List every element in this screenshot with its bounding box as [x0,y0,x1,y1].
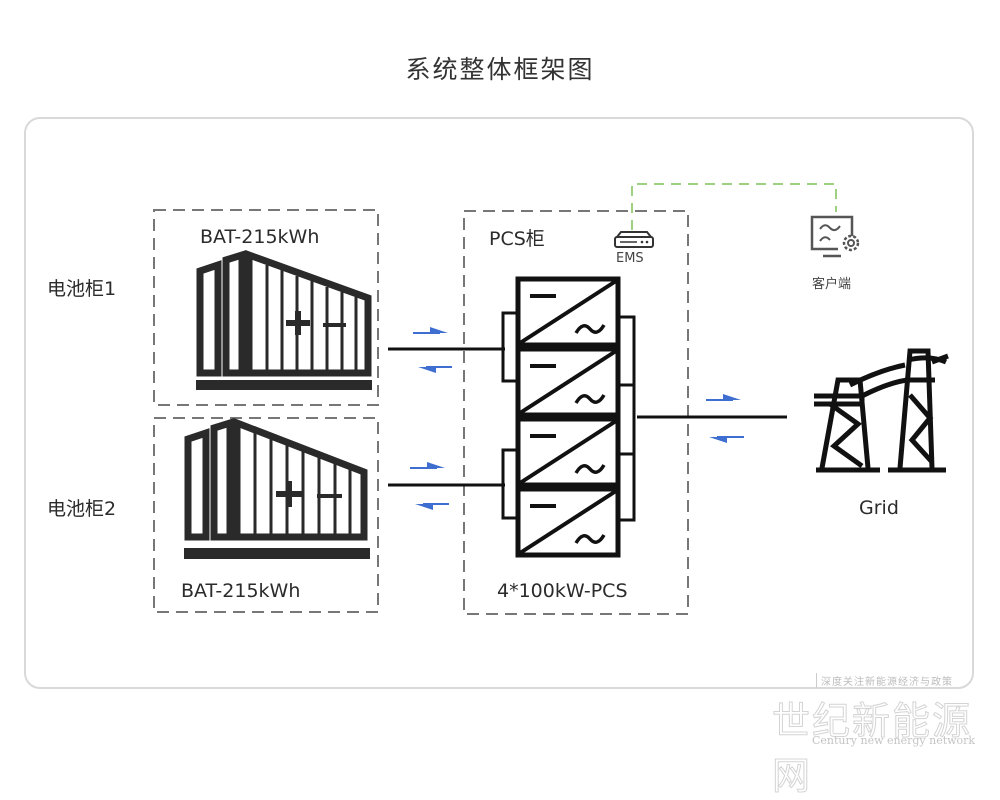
client-monitor-icon [810,215,860,258]
ac-symbol-icon [574,534,606,544]
diagram-title: 系统整体框架图 [405,55,595,84]
pcs-cabinet-box [463,210,689,615]
grid-tower-icon [814,348,949,473]
pcs-converter-3 [515,416,621,488]
battery-icon-1 [196,250,372,390]
pcs-cabinet-label: PCS柜 [489,228,545,250]
ems-server-icon [614,231,654,248]
pcs-dc-bus [501,311,517,520]
client-label: 客户端 [812,277,852,292]
battery-1-capacity: BAT-215kWh [200,226,320,248]
ac-symbol-icon [574,394,606,404]
pcs-rating-label: 4*100kW-PCS [497,580,628,602]
ac-symbol-icon [574,464,606,474]
watermark-english: Century new energy network [812,734,976,747]
battery-icon-2 [184,417,370,559]
watermark-subtitle: 深度关注新能源经济与政策 [816,673,953,688]
ac-symbol-icon [574,324,606,334]
grid-label: Grid [859,497,899,519]
pcs-converter-stack [515,276,621,558]
battery-2-capacity: BAT-215kWh [181,580,301,602]
pcs-converter-4 [515,486,621,558]
pcs-ac-bus [618,315,636,522]
flow-arrows [410,327,744,510]
battery-cabinet-1-label: 电池柜1 [47,278,117,300]
ems-label: EMS [616,251,644,266]
pcs-converter-2 [515,346,621,418]
pcs-converter-1 [515,276,621,348]
battery-cabinet-2-label: 电池柜2 [47,498,117,520]
ems-client-link [631,183,837,230]
system-diagram [153,183,949,615]
